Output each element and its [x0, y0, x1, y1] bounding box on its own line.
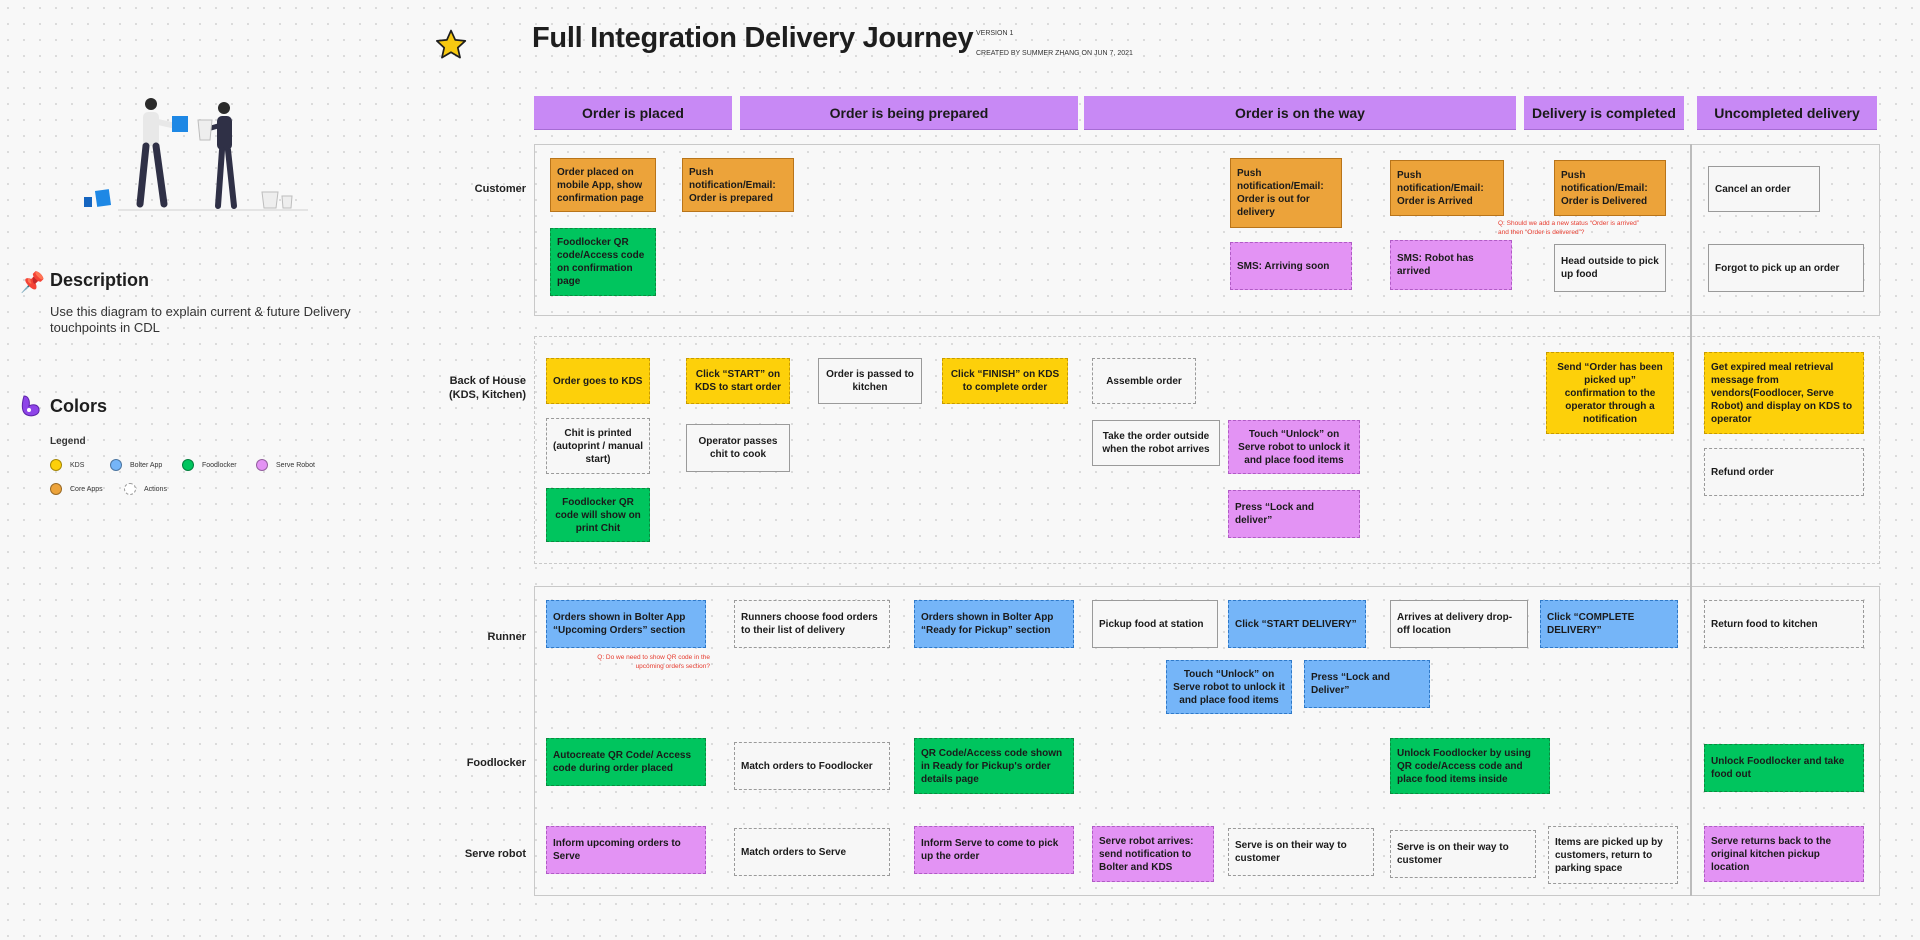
legend-swatch [182, 459, 194, 471]
note-order-arrived-question: Q: Should we add a new status “Order is … [1498, 220, 1639, 236]
card-expired-meal-retrieval[interactable]: Get expired meal retrieval message from … [1704, 352, 1864, 434]
legend-label: Core Apps [70, 485, 103, 493]
lane-customer [534, 144, 1880, 316]
card-assemble-order[interactable]: Assemble order [1092, 358, 1196, 404]
card-runners-choose-orders[interactable]: Runners choose food orders to their list… [734, 600, 890, 648]
card-foodlocker-qr-confirmation[interactable]: Foodlocker QR code/Access code on confir… [550, 228, 656, 296]
legend-item-core-apps: Core Apps [50, 483, 103, 495]
card-unlock-foodlocker-take[interactable]: Unlock Foodlocker and take food out [1704, 744, 1864, 792]
legend-item-kds: KDS [50, 459, 84, 471]
phase-order-prepared: Order is being prepared [740, 96, 1078, 130]
card-autocreate-qr[interactable]: Autocreate QR Code/ Access code during o… [546, 738, 706, 786]
description-heading: Description [50, 270, 150, 290]
note-qr-upcoming-question: Q: Do we need to show QR code in the upc… [597, 654, 710, 670]
lane-back-of-house [534, 336, 1880, 564]
card-runner-upcoming-orders[interactable]: Orders shown in Bolter App “Upcoming Ord… [546, 600, 706, 648]
card-push-out-for-delivery[interactable]: Push notification/Email: Order is out fo… [1230, 158, 1342, 228]
card-chit-printed[interactable]: Chit is printed (autoprint / manual star… [546, 418, 650, 474]
card-serve-on-way-1[interactable]: Serve is on their way to customer [1228, 828, 1374, 876]
star-icon [435, 29, 467, 59]
card-pickup-food-station[interactable]: Pickup food at station [1092, 600, 1218, 648]
card-serve-on-way-2[interactable]: Serve is on their way to customer [1390, 830, 1536, 878]
legend-label: Bolter App [130, 461, 163, 469]
uncompleted-divider [1690, 144, 1692, 896]
card-unlock-foodlocker-place[interactable]: Unlock Foodlocker by using QR code/Acces… [1390, 738, 1550, 794]
card-sms-robot-arrived[interactable]: SMS: Robot has arrived [1390, 240, 1512, 290]
card-take-order-outside[interactable]: Take the order outside when the robot ar… [1092, 420, 1220, 466]
card-touch-unlock-boh[interactable]: Touch “Unlock” on Serve robot to unlock … [1228, 420, 1360, 474]
phase-delivery-completed: Delivery is completed [1524, 96, 1684, 130]
legend-label: Serve Robot [276, 461, 315, 469]
legend-item-serve-robot: Serve Robot [256, 459, 315, 471]
card-press-lock-deliver-boh[interactable]: Press “Lock and deliver” [1228, 490, 1360, 538]
card-inform-upcoming-serve[interactable]: Inform upcoming orders to Serve [546, 826, 706, 874]
legend-swatch [124, 483, 136, 495]
legend-label: KDS [70, 461, 85, 469]
legend-item-bolter-app: Bolter App [110, 459, 162, 471]
card-click-start-kds[interactable]: Click “START” on KDS to start order [686, 358, 790, 404]
version-label: VERSION 1 [976, 30, 1014, 37]
card-match-orders-serve[interactable]: Match orders to Serve [734, 828, 890, 876]
card-match-orders-foodlocker[interactable]: Match orders to Foodlocker [734, 742, 890, 790]
row-label-serve-robot: Serve robot [464, 848, 526, 860]
card-refund-order[interactable]: Refund order [1704, 448, 1864, 496]
card-foodlocker-qr-chit[interactable]: Foodlocker QR code will show on print Ch… [546, 488, 650, 542]
palette-icon [21, 395, 40, 417]
card-serve-robot-arrives[interactable]: Serve robot arrives: send notification t… [1092, 826, 1214, 882]
card-order-passed-kitchen[interactable]: Order is passed to kitchen [818, 358, 922, 404]
phase-order-on-the-way: Order is on the way [1084, 96, 1516, 130]
card-click-start-delivery[interactable]: Click “START DELIVERY” [1228, 600, 1366, 648]
row-label-foodlocker: Foodlocker [466, 757, 526, 769]
card-order-goes-to-kds[interactable]: Order goes to KDS [546, 358, 650, 404]
card-push-order-delivered[interactable]: Push notification/Email: Order is Delive… [1554, 160, 1666, 216]
created-by-label: CREATED BY SUMMER ZHANG ON JUN 7, 2021 [976, 50, 1133, 57]
page-title: Full Integration Delivery Journey [532, 22, 974, 54]
legend-swatch [50, 459, 62, 471]
legend-title: Legend [50, 436, 86, 447]
card-order-placed-mobile[interactable]: Order placed on mobile App, show confirm… [550, 158, 656, 212]
card-inform-serve-pickup[interactable]: Inform Serve to come to pick up the orde… [914, 826, 1074, 874]
card-sms-arriving-soon[interactable]: SMS: Arriving soon [1230, 242, 1352, 290]
card-push-order-prepared[interactable]: Push notification/Email: Order is prepar… [682, 158, 794, 212]
card-operator-passes-chit[interactable]: Operator passes chit to cook [686, 424, 790, 472]
legend-label: Foodlocker [202, 461, 237, 469]
row-label-runner: Runner [487, 631, 527, 643]
phase-uncompleted-delivery: Uncompleted delivery [1697, 96, 1877, 130]
delivery-illustration [84, 98, 308, 211]
card-head-outside[interactable]: Head outside to pick up food [1554, 244, 1666, 292]
lane-runner-foodlocker-serve [534, 586, 1880, 896]
legend-swatch [110, 459, 122, 471]
description-text: Use this diagram to explain current & fu… [50, 304, 351, 335]
row-label-customer: Customer [474, 183, 526, 195]
legend-item-foodlocker: Foodlocker [182, 459, 237, 471]
row-label-line: Back of House [449, 375, 526, 387]
card-click-finish-kds[interactable]: Click “FINISH” on KDS to complete order [942, 358, 1068, 404]
legend-label: Actions [144, 485, 167, 493]
card-touch-unlock-runner[interactable]: Touch “Unlock” on Serve robot to unlock … [1166, 660, 1292, 714]
row-label-line: (KDS, Kitchen) [449, 389, 526, 401]
card-cancel-order[interactable]: Cancel an order [1708, 166, 1820, 212]
legend-item-actions: Actions [124, 483, 167, 495]
card-runner-ready-for-pickup[interactable]: Orders shown in Bolter App “Ready for Pi… [914, 600, 1074, 648]
card-qr-ready-pickup-details[interactable]: QR Code/Access code shown in Ready for P… [914, 738, 1074, 794]
card-serve-returns[interactable]: Serve returns back to the original kitch… [1704, 826, 1864, 882]
card-return-food-kitchen[interactable]: Return food to kitchen [1704, 600, 1864, 648]
card-press-lock-deliver-runner[interactable]: Press “Lock and Deliver” [1304, 660, 1430, 708]
card-arrives-dropoff[interactable]: Arrives at delivery drop-off location [1390, 600, 1528, 648]
row-label-back-of-house: Back of House (KDS, Kitchen) [406, 374, 526, 402]
card-push-order-arrived[interactable]: Push notification/Email: Order is Arrive… [1390, 160, 1504, 216]
pin-icon: 📌 [20, 272, 45, 294]
legend-swatch [50, 483, 62, 495]
card-items-picked-up[interactable]: Items are picked up by customers, return… [1548, 826, 1678, 884]
card-forgot-pickup[interactable]: Forgot to pick up an order [1708, 244, 1864, 292]
card-send-picked-up-confirmation[interactable]: Send “Order has been picked up” confirma… [1546, 352, 1674, 434]
colors-heading: Colors [50, 396, 108, 416]
phase-order-placed: Order is placed [534, 96, 732, 130]
legend-swatch [256, 459, 268, 471]
card-click-complete-delivery[interactable]: Click “COMPLETE DELIVERY” [1540, 600, 1678, 648]
